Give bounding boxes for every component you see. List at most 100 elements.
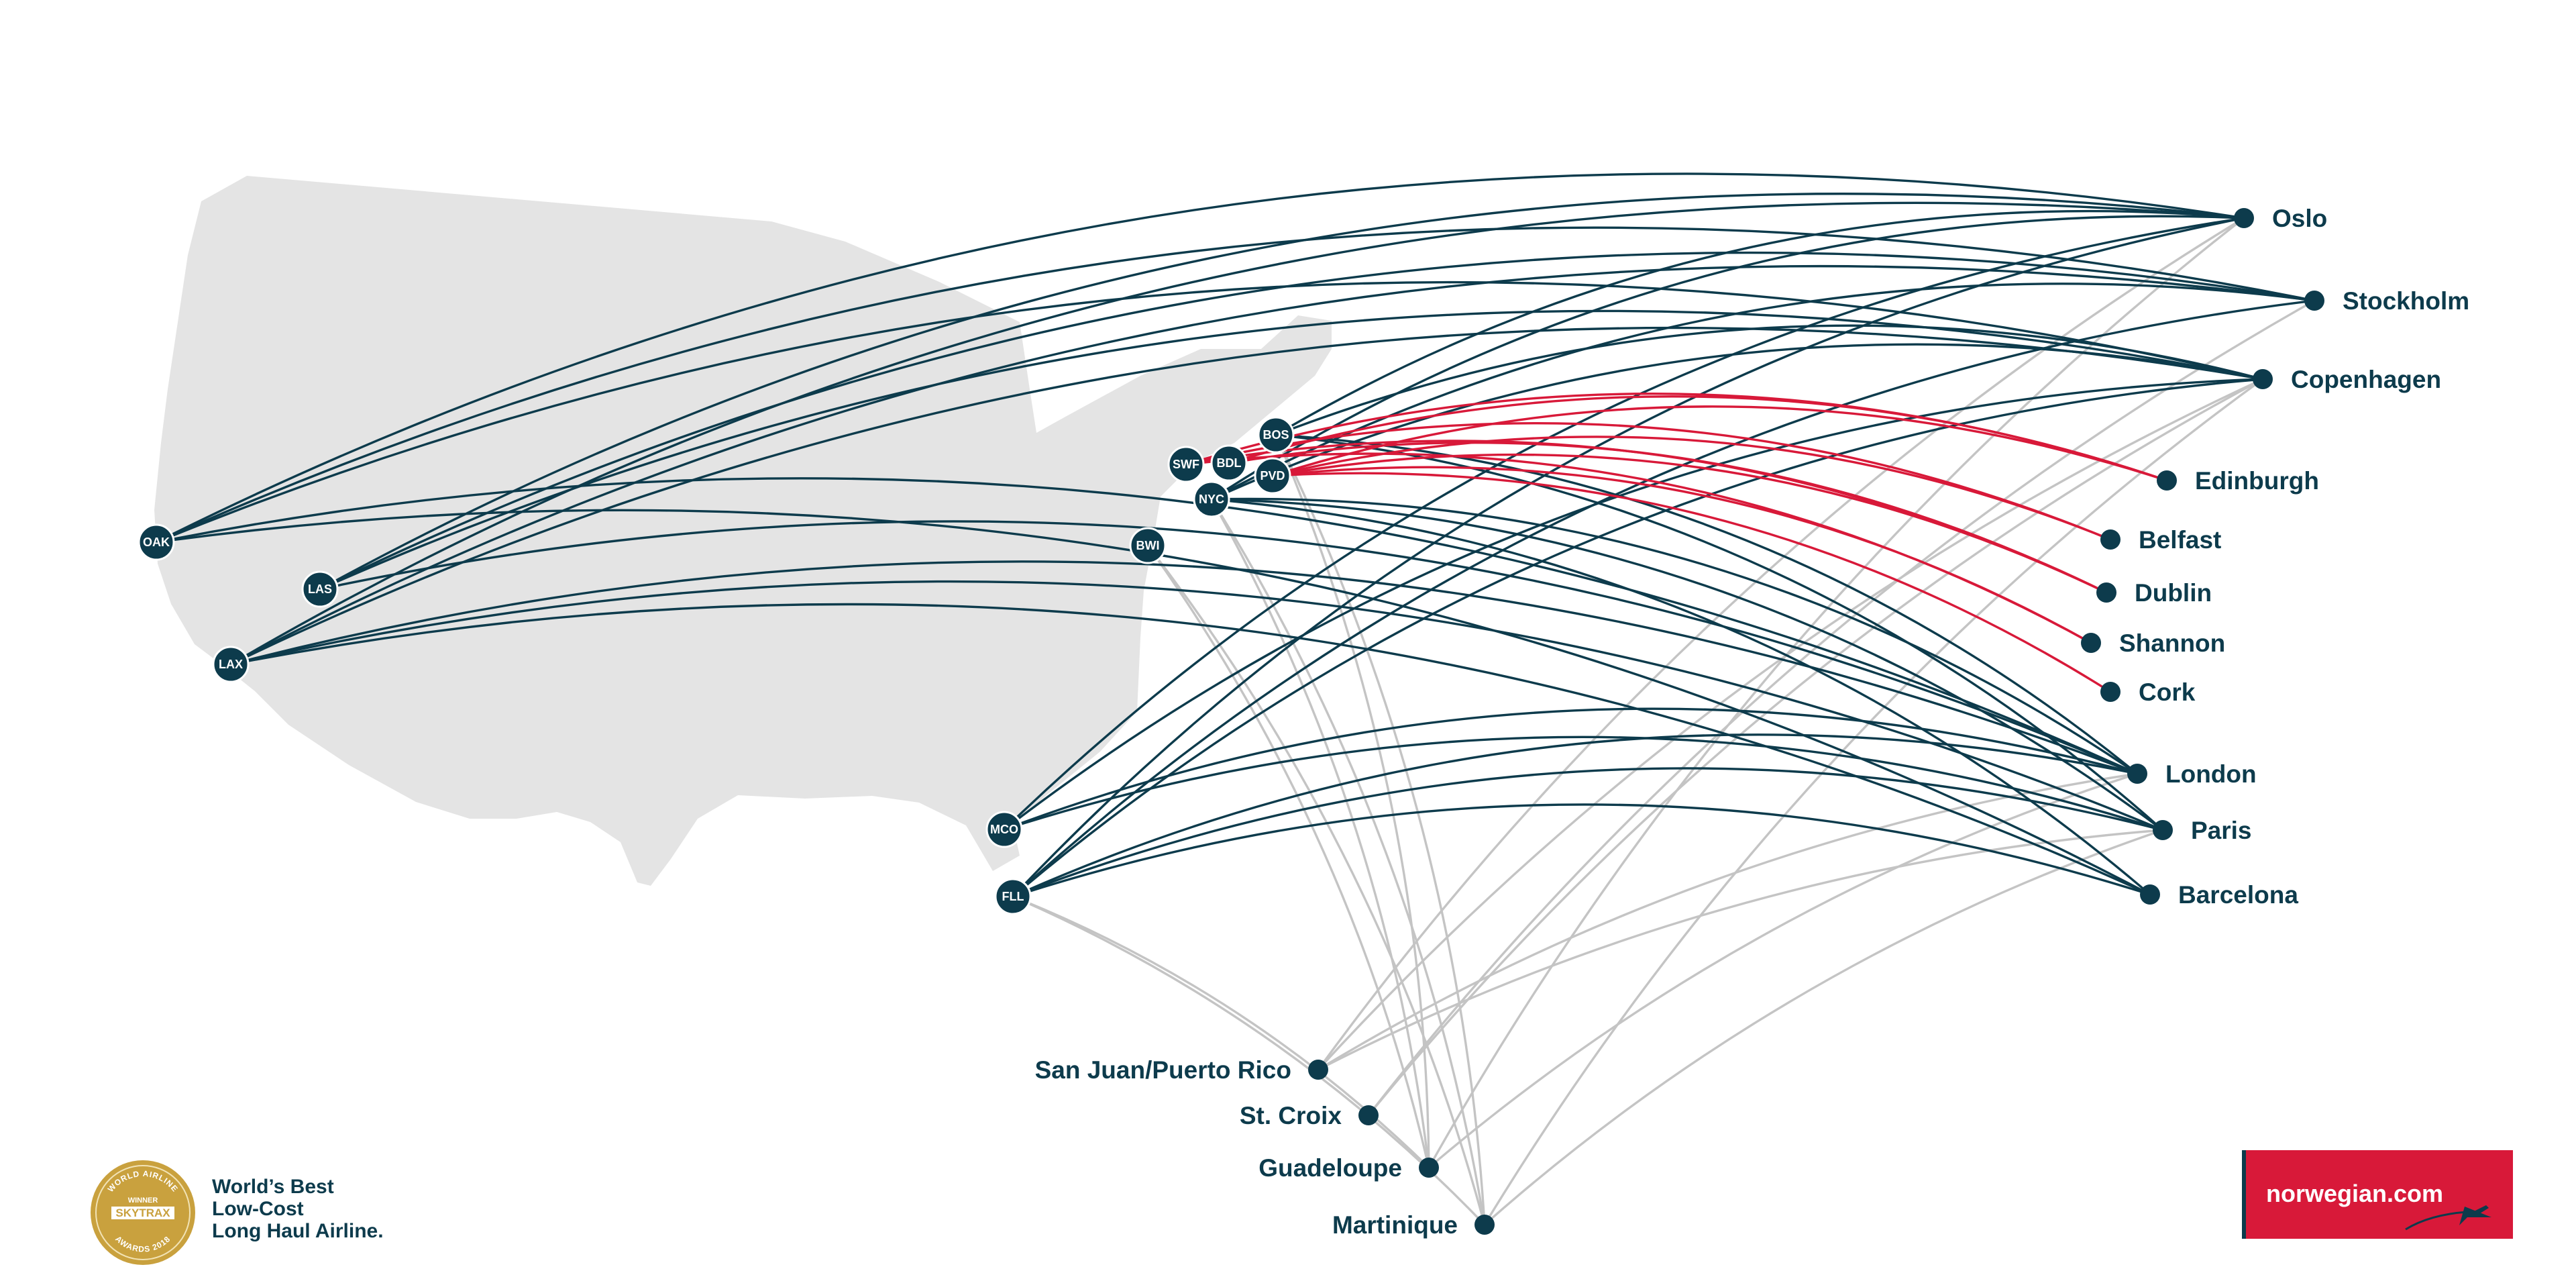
destination-dot-icon [1358,1105,1379,1125]
route-las-copenhagen [319,309,2264,591]
route-martinique-paris [1483,829,2164,1226]
route-fll-guadeloupe [1012,895,1430,1169]
destination-san-juan-puerto-rico[interactable]: San Juan/Puerto Rico [1035,1056,1328,1084]
destination-st-croix[interactable]: St. Croix [1240,1102,1379,1129]
airport-node-icon [1254,457,1291,495]
route-fll-oslo [1012,217,2245,898]
destination-label: Copenhagen [2291,366,2441,393]
airport-code: OAK [143,536,170,549]
route-las-london [319,520,2139,775]
destination-copenhagen[interactable]: Copenhagen [2253,366,2441,393]
destination-label: Edinburgh [2195,467,2319,495]
destination-dot-icon [2234,208,2254,228]
route-fll-paris [1012,767,2164,898]
route-bos-paris [1275,434,2164,831]
airport-code: MCO [990,823,1018,836]
airport-node-icon [1257,416,1295,454]
destination-label: Belfast [2139,526,2221,554]
route-oak-barcelona [155,509,2151,896]
destination-dot-icon [2100,682,2121,702]
usa-landmass [154,176,1332,886]
destination-guadeloupe[interactable]: Guadeloupe [1258,1154,1439,1182]
route-fll-copenhagen [1012,378,2264,898]
airport-swf[interactable]: SWF [1167,446,1205,483]
route-lax-stockholm [229,264,2316,666]
airport-code: LAX [219,658,243,671]
airport-fll[interactable]: FLL [994,878,1032,915]
route-guadeloupe-london [1428,772,2139,1169]
destination-shannon[interactable]: Shannon [2081,629,2225,657]
airport-oak[interactable]: OAK [138,523,175,561]
airport-las[interactable]: LAS [301,570,339,608]
brand-name: norwegian.com [2266,1180,2444,1207]
route-bos-london [1275,434,2139,775]
destination-london[interactable]: London [2127,760,2257,788]
route-mco-london [1003,707,2139,831]
destination-label: Oslo [2272,205,2327,232]
destination-label: Shannon [2119,629,2225,657]
route-lax-copenhagen [229,326,2264,666]
route-las-stockholm [319,251,2316,591]
route-oak-stockholm [155,226,2316,544]
destination-stockholm[interactable]: Stockholm [2304,287,2469,315]
airplane-swoosh-icon [2405,1205,2491,1231]
route-swf-shannon [1185,452,2092,644]
airport-code: LAS [308,582,332,596]
destination-label: San Juan/Puerto Rico [1035,1056,1291,1084]
airport-nyc[interactable]: NYC [1193,480,1230,518]
airport-node-icon [138,523,175,561]
award-caption-line-3: Long Haul Airline. [212,1220,384,1242]
route-pvd-cork [1271,472,2112,693]
destination-paris[interactable]: Paris [2153,817,2252,844]
route-bwi-martinique [1146,544,1486,1226]
destination-label: Dublin [2135,579,2212,607]
destination-dot-icon [1419,1158,1439,1178]
route-lax-paris [229,580,2164,831]
airport-node-icon [985,811,1023,848]
award-caption: World’s Best Low-Cost Long Haul Airline. [212,1176,384,1242]
route-bos-copenhagen [1275,324,2264,436]
airport-code: FLL [1002,890,1024,903]
destination-dot-icon [2127,764,2147,784]
airport-code: SWF [1173,458,1199,471]
airport-code: BOS [1263,428,1289,442]
destination-dot-icon [1474,1215,1495,1235]
logo-accent-bar [2242,1150,2246,1239]
routes-layer [155,172,2316,1226]
route-mco-paris [1003,735,2164,831]
airport-code: BWI [1136,539,1160,552]
destination-dublin[interactable]: Dublin [2096,579,2212,607]
route-nyc-oslo [1210,215,2245,501]
destination-belfast[interactable]: Belfast [2100,526,2221,554]
airport-bwi[interactable]: BWI [1129,527,1167,564]
destination-label: St. Croix [1240,1102,1342,1129]
route-bdl-dublin [1228,441,2108,594]
airport-mco[interactable]: MCO [985,811,1023,848]
destination-dot-icon [1308,1060,1328,1080]
route-nyc-barcelona [1210,498,2151,896]
airport-node-icon [1193,480,1230,518]
airport-pvd[interactable]: PVD [1254,457,1291,495]
award-caption-line-1: World’s Best [212,1176,334,1198]
destination-cork[interactable]: Cork [2100,678,2196,706]
destination-dot-icon [2253,369,2273,389]
norwegian-logo[interactable]: norwegian.com [2242,1150,2513,1239]
route-st-croix-stockholm [1367,299,2316,1117]
route-las-oslo [319,193,2245,591]
airport-bos[interactable]: BOS [1257,416,1295,454]
airport-lax[interactable]: LAX [212,646,250,683]
route-martinique-copenhagen [1483,378,2264,1226]
destination-dot-icon [2100,529,2121,550]
award-badge-winner: WINNER [128,1196,158,1205]
destination-martinique[interactable]: Martinique [1332,1211,1495,1239]
airport-bdl[interactable]: BDL [1210,444,1248,482]
destination-label: Barcelona [2178,881,2298,909]
route-san-juan-puerto-rico-paris [1317,829,2164,1071]
destination-dot-icon [2140,884,2160,905]
destination-oslo[interactable]: Oslo [2234,205,2327,232]
destination-edinburgh[interactable]: Edinburgh [2157,467,2319,495]
airport-code: PVD [1260,469,1285,482]
destination-barcelona[interactable]: Barcelona [2140,881,2298,909]
route-nyc-london [1210,497,2139,775]
airport-node-icon [301,570,339,608]
